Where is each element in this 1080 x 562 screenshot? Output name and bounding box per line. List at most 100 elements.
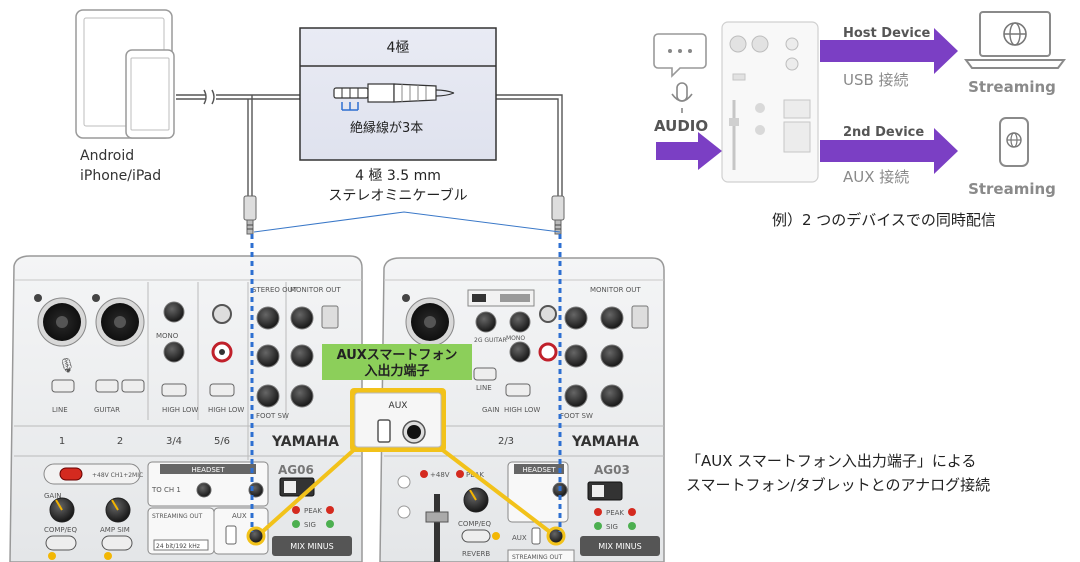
- ag03-channel-23: 2/3: [498, 436, 514, 447]
- line-jack-3-icon: [163, 301, 185, 323]
- microphone-icon: [671, 82, 693, 113]
- second-device-label: 2nd Device: [843, 125, 924, 140]
- tablet-phone-icon: [75, 9, 175, 139]
- right-caption-line1: 「AUX スマートフォン入出力端子」による: [686, 452, 976, 470]
- streaming-label-2: Streaming: [968, 180, 1056, 198]
- speech-bubble-icon: [653, 33, 707, 78]
- ag03-foot-sw-label: FOOT SW: [560, 412, 593, 420]
- ag06-gain-label: GAIN: [44, 492, 62, 500]
- ag03-guitar-label: 2G GUITAR: [474, 337, 507, 344]
- ag03-streaming-out-label: STREAMING OUT: [512, 554, 563, 561]
- mic-icon: 🎙: [58, 357, 76, 374]
- guitar-jack-icon: [475, 311, 497, 333]
- link-line: [253, 211, 561, 233]
- cable-caption-line2: ステレオミニケーブル: [328, 187, 467, 204]
- ch56-highlow-switch[interactable]: [209, 383, 235, 397]
- ch2-line-switch[interactable]: [121, 379, 145, 393]
- ch34-highlow-switch[interactable]: [161, 383, 187, 397]
- aux-callout-title-line2: 入出力端子: [364, 363, 429, 379]
- ag03-out-l-icon: [564, 306, 588, 330]
- aux-jack-highlight-left: [246, 526, 266, 546]
- ag06-monitor-out-label: MONITOR OUT: [290, 286, 341, 294]
- headset-mic-jack-icon: [196, 482, 212, 498]
- amp-sim-button[interactable]: [101, 535, 133, 551]
- ch2-guitar-switch[interactable]: [95, 379, 119, 393]
- smartphone-icon: [999, 117, 1029, 167]
- aux-connection-label: AUX 接続: [843, 168, 909, 186]
- ag03-monitor-r-icon: [600, 344, 624, 368]
- stereo-out-l-icon: [256, 306, 280, 330]
- ag03-monitor-l-icon: [600, 306, 624, 330]
- ag03-highlow-label: HIGH LOW: [504, 406, 540, 414]
- ag06-line-label: LINE: [52, 406, 68, 414]
- ag06-headset-label: HEADSET: [191, 466, 225, 474]
- streaming-label-1: Streaming: [968, 78, 1056, 96]
- cable-caption-line1: 4 極 3.5 mm: [355, 168, 441, 184]
- ag06-foot-sw-label: FOOT SW: [256, 412, 289, 420]
- ag06-channel-56: 5/6: [214, 436, 230, 447]
- ag03-line-switch[interactable]: [473, 367, 497, 381]
- mixer-ag03: 2G GUITAR MONO MONITOR OUT FOOT SW LINE …: [379, 257, 665, 562]
- cable-box-header: 4極: [387, 40, 410, 56]
- ag03-sig-label: SIG: [606, 523, 618, 531]
- ag03-rca-jack-icon: [539, 305, 557, 323]
- ag06-comp-eq-label: COMP/EQ: [44, 526, 77, 534]
- ag06-model: AG06: [278, 463, 314, 477]
- streaming-example-caption: 例）2 つのデバイスでの同時配信: [772, 211, 996, 229]
- tablet-label-line1: Android: [80, 148, 134, 164]
- ag03-comp-eq-label: COMP/EQ: [458, 520, 491, 528]
- ag03-out-r-icon: [564, 344, 588, 368]
- ag06-guitar-label: GUITAR: [94, 406, 120, 414]
- usb-arrow-icon: [820, 28, 958, 74]
- mixer-ag06: 🎙 LINE GUITAR HIGH LOW HIGH LOW MONO STE…: [9, 255, 363, 562]
- ag06-sig-label: SIG: [304, 521, 316, 529]
- ag06-peak-label: PEAK: [304, 507, 322, 515]
- ag03-fader-knob[interactable]: [425, 511, 449, 523]
- ag03-line-label: LINE: [476, 384, 492, 392]
- ag03-highlow-switch[interactable]: [505, 383, 531, 397]
- cable-diagram-box: [299, 27, 497, 161]
- line-jack-4-icon: [163, 341, 185, 363]
- ag06-channel-2: 2: [117, 436, 123, 447]
- ag03-fader-track[interactable]: [434, 494, 440, 562]
- ag03-brand: YAMAHA: [571, 434, 639, 450]
- stereo-out-r-icon: [256, 344, 280, 368]
- ag06-aux-label: AUX: [232, 512, 247, 520]
- ag06-highlow-label-2: HIGH LOW: [208, 406, 244, 414]
- ag03-headset-label: HEADSET: [522, 466, 556, 474]
- ag06-highlow-label-1: HIGH LOW: [162, 406, 198, 414]
- comp-eq-button[interactable]: [45, 535, 77, 551]
- xlr-jack-ch1-icon: [34, 294, 87, 347]
- ag06-to-ch1-label: TO CH 1: [151, 486, 181, 494]
- foot-sw-jack-icon: [256, 384, 280, 408]
- ag03-reverb-label: REVERB: [462, 550, 490, 558]
- ag03-gain-label: GAIN: [482, 406, 500, 414]
- ag06-channel-34: 3/4: [166, 436, 182, 447]
- ag03-mono-label: MONO: [506, 335, 525, 342]
- audio-label: AUDIO: [654, 117, 708, 135]
- aux-callout-panel-label: AUX: [389, 401, 408, 411]
- tablet-label-line2: iPhone/iPad: [80, 168, 161, 184]
- ag06-stereo-out-label: STEREO OUT: [252, 286, 298, 294]
- ch1-line-switch[interactable]: [51, 379, 75, 393]
- ag06-brand: YAMAHA: [271, 434, 339, 450]
- ag06-amp-sim-label: AMP SIM: [100, 526, 130, 534]
- aux-jack-highlight-right: [546, 526, 566, 546]
- cable-wire-left: [176, 89, 300, 196]
- usb-connection-label: USB 接続: [843, 71, 909, 89]
- ag03-model: AG03: [594, 463, 630, 477]
- headphone-jack-icon: [290, 384, 314, 408]
- xlr-jack-ag03-icon: [402, 294, 455, 347]
- ag03-line-jack-l-icon: [509, 311, 531, 333]
- host-device-label: Host Device: [843, 26, 931, 41]
- aux-highlight-lines: [260, 446, 552, 534]
- cable-wire-right: [496, 94, 563, 196]
- mixer-thumbnail: [721, 21, 819, 183]
- phantom-power-button[interactable]: [59, 467, 83, 481]
- input-arrow-icon: [656, 132, 722, 170]
- monitor-out-r-icon: [290, 344, 314, 368]
- ag06-mix-minus-label: MIX MINUS: [290, 542, 333, 551]
- monitor-out-l-icon: [290, 306, 314, 330]
- ag03-comp-eq-button[interactable]: [461, 529, 491, 543]
